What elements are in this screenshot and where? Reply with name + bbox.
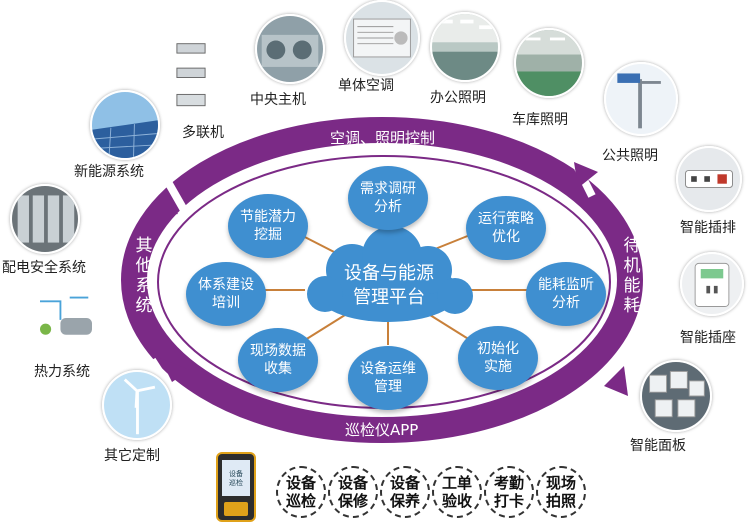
node-label-1: 现场数据 <box>250 343 306 359</box>
power-safety-image <box>10 184 80 254</box>
ring-arrow-right <box>604 366 628 396</box>
device-text-2: 巡检 <box>229 479 243 487</box>
label-public-lighting: 公共照明 <box>602 148 658 164</box>
node-label-2: 培训 <box>212 295 240 311</box>
feature-device-inspection: 设备巡检 <box>276 466 326 518</box>
feature-label-1: 设备 <box>389 474 420 492</box>
label-multi-split: 多联机 <box>182 125 224 141</box>
node-label-2: 优化 <box>492 229 520 245</box>
feature-label-1: 考勤 <box>493 474 524 492</box>
label-unit-ac: 单体空调 <box>338 78 394 94</box>
garage-lighting-image <box>514 28 584 98</box>
node-initialize: 初始化实施 <box>458 326 538 390</box>
device-keypad <box>224 502 248 516</box>
feature-label-2: 保修 <box>337 492 368 510</box>
center-title: 设备与能源 管理平台 <box>335 262 443 310</box>
node-label-1: 设备运维 <box>360 361 416 377</box>
smart-strip-image <box>676 146 742 212</box>
label-thermal: 热力系统 <box>34 364 90 380</box>
feature-label-2: 打卡 <box>493 492 524 510</box>
ring-vertical-char: 其 <box>135 236 153 256</box>
ring-arrow-left <box>150 194 178 218</box>
node-demand-research: 需求调研分析 <box>348 166 428 230</box>
feature-photo: 现场拍照 <box>536 466 586 518</box>
inspection-device: 设备 巡检 <box>216 452 256 522</box>
node-energy-saving: 节能潜力挖掘 <box>228 194 308 258</box>
unit-ac-image <box>344 0 420 76</box>
ring-label-top: 空调、照明控制 <box>330 129 436 147</box>
thermal-image <box>30 290 102 346</box>
node-device-maintenance: 设备运维管理 <box>348 346 428 410</box>
center-cloud <box>307 226 473 322</box>
new-energy-image <box>90 90 160 160</box>
node-label-1: 运行策略 <box>478 211 534 227</box>
feature-label-1: 设备 <box>337 474 368 492</box>
label-smart-strip: 智能插排 <box>680 220 736 236</box>
center-line2: 管理平台 <box>353 287 425 308</box>
ring-vertical-char: 耗 <box>623 296 641 316</box>
public-lighting-image <box>604 62 678 136</box>
feature-label-1: 工单 <box>441 474 472 492</box>
node-strategy-optimize: 运行策略优化 <box>466 196 546 260</box>
label-power-safety: 配电安全系统 <box>2 260 86 276</box>
label-central-host: 中央主机 <box>250 92 306 108</box>
ring-vertical-char: 机 <box>623 256 641 276</box>
node-label-2: 管理 <box>374 379 402 395</box>
center-line1: 设备与能源 <box>344 263 434 284</box>
label-office-lighting: 办公照明 <box>430 90 486 106</box>
feature-label-1: 设备 <box>285 474 316 492</box>
ring-vertical-char: 统 <box>135 296 153 316</box>
ring-label-right: 待机能耗 <box>622 236 642 316</box>
ring-label-bottom: 巡检仪APP <box>345 421 419 439</box>
central-host-image <box>255 14 325 84</box>
feature-label-1: 现场 <box>545 474 576 492</box>
feature-label-2: 巡检 <box>285 492 316 510</box>
device-screen: 设备 巡检 <box>222 460 250 496</box>
smart-panel-image <box>640 360 712 432</box>
ring-arrow-bottom <box>160 358 190 382</box>
outer-ring <box>121 117 643 443</box>
node-label-1: 节能潜力 <box>240 209 296 225</box>
office-lighting-image <box>430 12 500 82</box>
ring-label-left: 其他系统 <box>134 236 154 316</box>
custom-image <box>102 370 172 440</box>
node-label-1: 需求调研 <box>360 181 416 197</box>
smart-socket-image <box>680 252 744 316</box>
node-energy-monitor: 能耗监听分析 <box>526 262 606 326</box>
ring-vertical-char: 能 <box>623 276 641 296</box>
multi-split-image <box>158 24 224 116</box>
node-label-2: 实施 <box>484 359 512 375</box>
ring-vertical-char: 待 <box>623 236 641 256</box>
node-label-2: 分析 <box>374 199 402 215</box>
label-new-energy: 新能源系统 <box>74 164 144 180</box>
feature-device-maintenance: 设备保养 <box>380 466 430 518</box>
node-label-1: 体系建设 <box>198 277 254 293</box>
ring-vertical-char: 他 <box>135 256 153 276</box>
label-custom: 其它定制 <box>104 448 160 464</box>
feature-label-2: 验收 <box>441 492 472 510</box>
node-system-training: 体系建设培训 <box>186 262 266 326</box>
label-smart-socket: 智能插座 <box>680 330 736 346</box>
label-smart-panel: 智能面板 <box>630 438 686 454</box>
node-label-2: 收集 <box>264 361 292 377</box>
label-garage-lighting: 车库照明 <box>512 112 568 128</box>
node-label-1: 初始化 <box>477 341 519 357</box>
node-label-2: 分析 <box>552 295 580 311</box>
ring-arrow-top <box>574 162 598 188</box>
feature-device-warranty: 设备保修 <box>328 466 378 518</box>
node-label-1: 能耗监听 <box>538 277 594 293</box>
feature-work-order: 工单验收 <box>432 466 482 518</box>
device-text-1: 设备 <box>229 470 243 478</box>
node-label-2: 挖掘 <box>254 227 282 243</box>
feature-attendance: 考勤打卡 <box>484 466 534 518</box>
node-field-data: 现场数据收集 <box>238 328 318 392</box>
feature-label-2: 拍照 <box>545 492 576 510</box>
ring-vertical-char: 系 <box>135 276 153 296</box>
feature-label-2: 保养 <box>389 492 420 510</box>
